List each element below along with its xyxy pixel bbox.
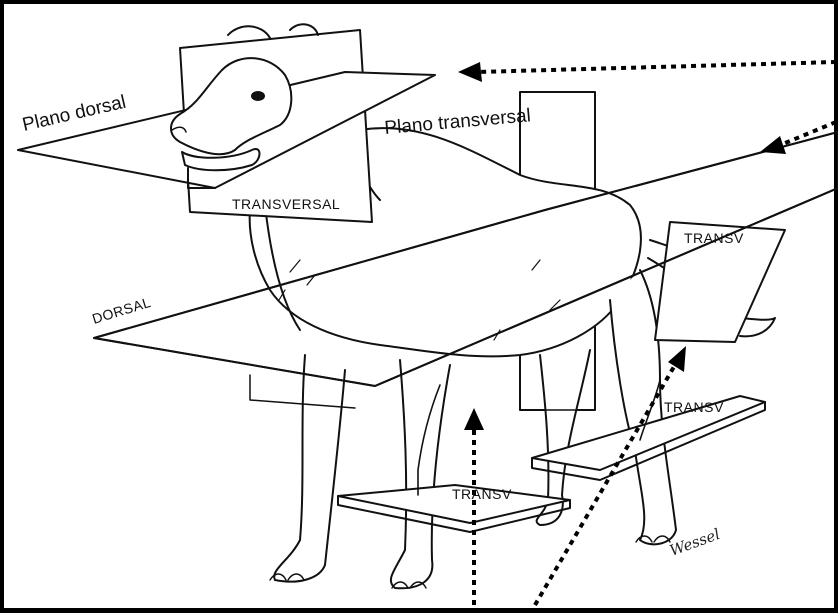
label-transversal-head: TRANSVERSAL <box>232 196 340 212</box>
label-transv-hind-leg: TRANSV <box>664 399 724 415</box>
label-transv-front-paw: TRANSV <box>452 486 512 502</box>
label-transv-tail: TRANSV <box>684 230 744 246</box>
dog-eye <box>252 92 264 100</box>
